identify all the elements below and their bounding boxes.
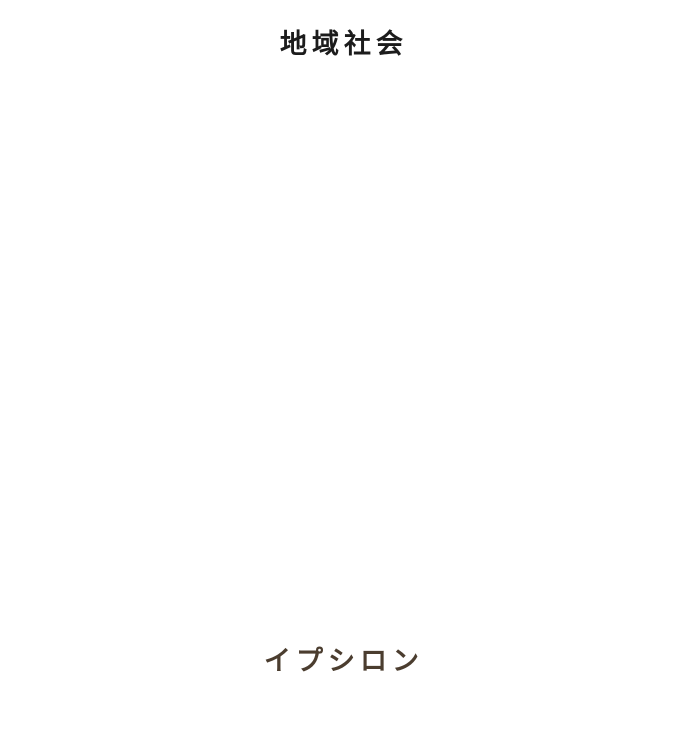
empty-content-area	[0, 60, 688, 610]
section-heading-community: 地域社会	[280, 29, 408, 61]
section-heading-epsilon: イプシロン	[264, 646, 424, 678]
